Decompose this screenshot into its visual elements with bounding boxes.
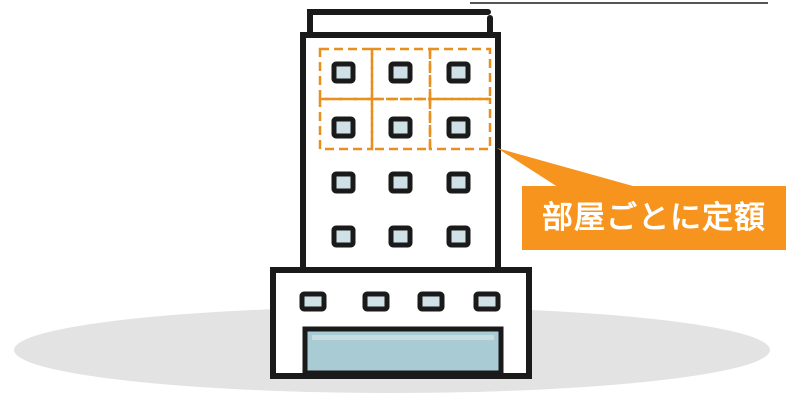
room-window-icon <box>446 171 471 194</box>
entrance-highlight <box>312 335 494 340</box>
roof-cap <box>307 9 491 38</box>
room-window-icon <box>331 61 356 84</box>
room-window-icon <box>473 291 501 312</box>
room-highlight <box>428 97 492 151</box>
room-highlight <box>370 47 432 101</box>
room-window-icon <box>388 171 413 194</box>
room-window-icon <box>446 116 471 139</box>
room-window-icon <box>388 225 413 248</box>
tower-windows <box>331 61 471 248</box>
room-window-icon <box>331 116 356 139</box>
base-windows <box>299 291 501 312</box>
room-highlight <box>370 97 432 151</box>
room-window-icon <box>388 61 413 84</box>
room-window-icon <box>331 225 356 248</box>
room-window-icon <box>299 291 327 312</box>
entrance-icon <box>302 326 504 376</box>
callout-label: 部屋ごとに定額 <box>522 186 786 250</box>
room-window-icon <box>446 225 471 248</box>
room-window-icon <box>446 61 471 84</box>
room-window-icon <box>388 116 413 139</box>
room-window-icon <box>362 291 390 312</box>
room-highlights <box>318 47 492 151</box>
callout-pointer <box>497 148 640 198</box>
room-window-icon <box>417 291 445 312</box>
room-window-icon <box>331 171 356 194</box>
